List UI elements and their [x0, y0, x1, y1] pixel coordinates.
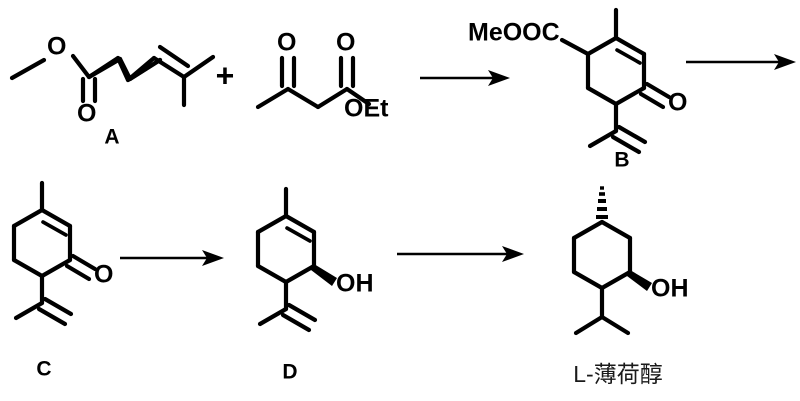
bond-b-ipr-dbl-1	[616, 124, 648, 145]
bond-m-c5-c6	[571, 269, 605, 291]
bond-aa-c3-c4	[315, 86, 350, 110]
bond-a-alkene-u	[157, 44, 191, 69]
bond-d-ipr-me	[257, 306, 289, 327]
bond-aa-me	[255, 86, 291, 110]
atom-label-oh-d: OH	[336, 270, 374, 298]
bond-a-c3c4	[125, 55, 157, 83]
bond-c-ipr-dbl-2	[36, 306, 68, 327]
bond-a-c2c3	[115, 55, 131, 83]
structure-c: O	[11, 180, 113, 327]
structure-ethyl-acetoacetate: O O OEt	[255, 29, 389, 123]
atom-label-keto-o-right: O	[336, 29, 355, 57]
bond-c-c5-c6	[11, 257, 45, 279]
bond-b-c2-c3	[613, 35, 647, 57]
atom-label-meooc: MeOOC	[468, 19, 560, 47]
bond-c-ipr-me	[13, 300, 45, 321]
bond-c-c1-c2	[11, 207, 45, 229]
plus-sign: +	[216, 57, 235, 93]
reaction-arrow-2	[686, 54, 796, 70]
bond-aa-c-oet	[344, 86, 372, 107]
bond-c-c4-c5	[39, 257, 73, 279]
atom-label-keto-o-b: O	[668, 89, 687, 117]
structure-d: OH	[255, 186, 374, 333]
structure-menthol: OH	[571, 186, 689, 336]
bond-c-keto-2	[64, 263, 92, 282]
bond-d-oh-wedge	[311, 264, 337, 286]
bond-b-ipr-dbl-2	[610, 134, 642, 155]
bond-m-oh-wedge	[627, 270, 652, 291]
bond-b-c4-c5	[613, 85, 647, 107]
compound-label-d: D	[282, 361, 297, 384]
bond-m-c2-c3	[599, 219, 633, 241]
bond-d-c5-c6	[255, 263, 289, 285]
bond-m-ipr-me2	[599, 314, 631, 336]
bond-d-c2-c3-inner	[285, 226, 312, 243]
bond-c-c2-c3	[39, 207, 73, 229]
bond-b-c1-c2	[585, 35, 619, 57]
bond-d-ipr-dbl-1	[286, 302, 318, 323]
compound-label-c: C	[36, 358, 51, 381]
bond-b-ipr-me	[587, 128, 619, 149]
bond-b-keto-2	[638, 91, 666, 110]
compound-label-a: A	[104, 126, 119, 149]
bond-b-c2-c3-inner	[615, 48, 642, 65]
bond-m-c4-c5	[599, 269, 633, 291]
compound-label-b: B	[614, 149, 629, 172]
atom-label-o-carbonyl: O	[77, 100, 96, 128]
atom-label-o-ester: O	[47, 33, 66, 61]
bond-a-gem-me2	[181, 54, 216, 80]
reaction-arrow-3	[120, 250, 224, 266]
bond-a-c1c2	[86, 55, 121, 80]
bond-b-keto-1	[644, 81, 672, 100]
bond-b-ester-c1	[559, 37, 591, 57]
atom-label-keto-o-left: O	[277, 29, 296, 57]
bond-a-ome	[9, 57, 47, 81]
atom-label-oet: OEt	[344, 95, 389, 123]
bond-m-ipr-me1	[573, 314, 605, 336]
atom-label-oh-menthol: OH	[651, 275, 689, 303]
bond-aa-c2-c3	[285, 86, 321, 110]
bond-a-o-c	[70, 53, 92, 80]
reaction-arrow-1	[420, 70, 510, 86]
bond-c-keto-1	[70, 253, 98, 272]
bond-m-methyl-hash	[596, 186, 608, 219]
atom-label-keto-o-c: O	[94, 261, 113, 289]
bond-d-ipr-dbl-2	[280, 312, 312, 333]
bond-c-c2-c3-inner	[41, 220, 68, 237]
product-name-label: L-薄荷醇	[573, 361, 662, 387]
bond-m-c1-c2	[571, 219, 605, 241]
bond-a-alkene-l	[151, 55, 187, 80]
bond-d-c4-c5	[283, 263, 317, 285]
structure-b: MeOOC O	[468, 7, 687, 155]
reaction-arrow-4	[397, 246, 524, 262]
structure-a-skeleton: O O	[0, 20, 216, 135]
bond-d-c2-c3	[283, 213, 317, 235]
bond-d-c1-c2	[255, 213, 289, 235]
bond-b-c5-c6	[585, 85, 619, 107]
bond-c-ipr-dbl-1	[42, 296, 74, 317]
